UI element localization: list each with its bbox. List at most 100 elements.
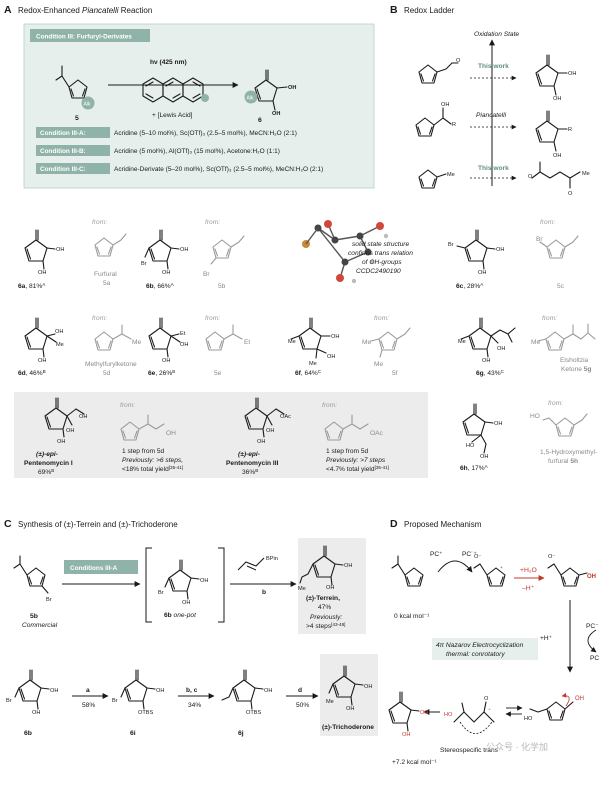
conditions-c: Conditions III-A: [70, 565, 118, 572]
pent1-prev-1: Previously: >6 steps,: [122, 457, 183, 464]
svg-text:⁺: ⁺: [488, 707, 491, 714]
ladder-product-r: [535, 110, 568, 152]
svg-text:OH: OH: [38, 270, 46, 276]
pent1-name-1: (±)-epi-: [36, 451, 58, 458]
sm-id-5c: 5c: [557, 283, 565, 290]
sm-id-5f: 5f: [392, 370, 398, 377]
svg-text:O: O: [484, 696, 489, 702]
yield-6h: 6h, 17%A: [460, 464, 489, 473]
svg-text:OH: OH: [482, 358, 490, 364]
yield-6b: 6b, 66%A: [146, 282, 175, 291]
yield-6g: 6g, 43%C: [476, 369, 505, 378]
svg-text:OH: OH: [420, 710, 428, 716]
pentenomycin-bg: [14, 392, 428, 478]
yield-6a: 6a, 81%A: [18, 282, 46, 291]
svg-text:OH: OH: [264, 688, 272, 694]
svg-text:OH: OH: [496, 247, 504, 253]
yield-6d: 6d, 46%B: [18, 369, 46, 378]
compound-6a: [24, 229, 56, 270]
panel-d: D Proposed Mechanism 0 kcal mol⁻¹ PC⁺ PC…: [388, 518, 599, 766]
svg-text:from:: from:: [92, 315, 107, 322]
svg-text:OH: OH: [272, 111, 280, 117]
panel-b-letter: B: [390, 4, 398, 16]
piancatelli-label: Piancatelli: [476, 112, 507, 119]
terrein-box: [298, 538, 366, 634]
svg-text:Me: Me: [298, 586, 306, 592]
compound-6i: [120, 669, 156, 710]
yield-6f: 6f, 64%C: [295, 369, 322, 378]
from-6a: from:: [92, 219, 107, 226]
svg-text:HO: HO: [530, 413, 540, 420]
svg-text:OH: OH: [480, 454, 488, 460]
row2-6j: 6j: [238, 730, 244, 737]
svg-text:OH: OH: [327, 354, 335, 360]
svg-text:O⁻: O⁻: [474, 554, 481, 560]
pent3-step: 1 step from 5d: [326, 448, 368, 455]
compound-6b-row2: [14, 669, 50, 710]
svg-text:Br: Br: [448, 242, 454, 248]
svg-text:HO: HO: [466, 443, 475, 449]
svg-text:OH: OH: [182, 600, 190, 606]
pent1-yield: 69%B: [38, 468, 54, 477]
svg-text:Me: Me: [288, 339, 296, 345]
nazarov-2: thermal: conrotatory: [446, 651, 505, 658]
pent1-name-2: Pentenomycin I: [24, 460, 73, 467]
svg-text:O: O: [528, 174, 533, 180]
panel-b: B Redox Ladder Oxidation State This work…: [390, 4, 590, 197]
panel-b-title: Redox Ladder: [404, 6, 455, 15]
svg-text:Br: Br: [536, 236, 543, 243]
svg-text:from:: from:: [322, 402, 337, 409]
pc-minus: PC⁻: [586, 623, 599, 630]
pent3-name-2: Pentenomycin III: [226, 460, 279, 467]
row2-6i: 6i: [130, 730, 136, 737]
svg-text:Acridine (5 mol%), Al(OTf)₃ (1: Acridine (5 mol%), Al(OTf)₃ (15 mol%), A…: [114, 148, 280, 155]
svg-text:from:: from:: [120, 402, 135, 409]
panel-c-letter: C: [4, 518, 12, 530]
mech-oxocarbenium: [529, 701, 574, 721]
svg-text:from:: from:: [548, 400, 563, 407]
svg-text:Me: Me: [447, 172, 455, 178]
mech-furfural: [391, 555, 424, 587]
otbs-6j: OTBS: [246, 710, 261, 716]
onepot-label: 6b one-pot: [164, 612, 197, 619]
otbs-6i: OTBS: [138, 710, 153, 716]
panel-c: C Synthesis of (±)-Terrein and (±)-Trich…: [4, 518, 378, 737]
pc-plus: PC⁺: [430, 551, 443, 558]
ladder-methylfuran: [418, 169, 447, 189]
svg-text:from:: from:: [374, 315, 389, 322]
water-label: +H₂O: [520, 567, 537, 574]
compound-5b-start: [13, 555, 49, 594]
this-work-top: This work: [478, 63, 509, 70]
pc-radical: PC˙⁺: [462, 550, 477, 558]
svg-text:OH: OH: [32, 710, 40, 716]
svg-text:O: O: [456, 58, 461, 64]
svg-text:HO: HO: [524, 716, 533, 722]
svg-text:OH: OH: [162, 358, 170, 364]
sm-pent3: [324, 414, 369, 441]
pent3-prev-2: <4.7% total yield[35-41]: [326, 465, 389, 474]
row2-6b: 6b: [24, 730, 32, 737]
ladder-product-diol: [535, 54, 568, 96]
svg-text:OAc: OAc: [370, 430, 384, 437]
svg-text:OH: OH: [166, 430, 176, 437]
svg-text:OH: OH: [568, 71, 576, 77]
panel-c-title: Synthesis of (±)-Terrein and (±)-Trichod…: [18, 520, 178, 529]
svg-text:Br: Br: [141, 261, 147, 267]
this-work-bottom: This work: [478, 165, 509, 172]
svg-text:R: R: [452, 122, 456, 128]
svg-text:OH: OH: [156, 688, 164, 694]
svg-text:OH: OH: [180, 342, 188, 348]
svg-text:Condition III-B:: Condition III-B:: [40, 148, 86, 155]
conditions-tag-c: [64, 560, 138, 574]
compound-trichoderone: [328, 665, 364, 706]
svg-text:OH: OH: [257, 439, 265, 445]
step-d-yield: 50%: [296, 702, 309, 709]
condition-header: Condition III: Furfuryl-Derivates: [36, 34, 132, 41]
svg-text:OH: OH: [478, 270, 486, 276]
svg-text:Me: Me: [56, 342, 64, 348]
svg-text:Me: Me: [582, 171, 590, 177]
compound-6c: [456, 229, 496, 270]
svg-text:OH: OH: [494, 421, 502, 427]
svg-text:from:: from:: [542, 315, 557, 322]
